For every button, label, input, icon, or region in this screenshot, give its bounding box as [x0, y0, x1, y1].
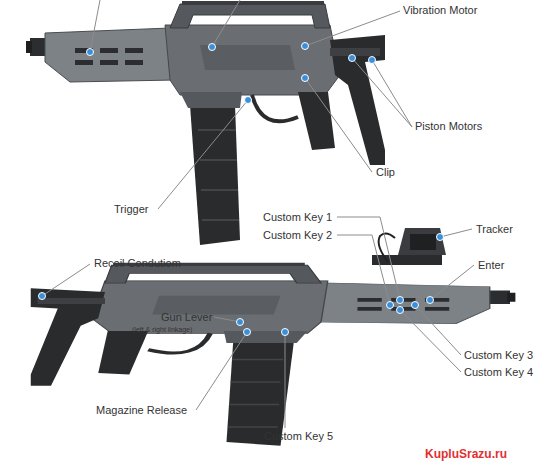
part-label: Vibration Motor — [403, 4, 477, 17]
callout-dots — [39, 43, 444, 336]
part-label: Piston Motors — [415, 120, 482, 133]
part-label: Custom Key 2 — [263, 229, 332, 242]
part-label: Enter — [478, 259, 504, 272]
watermark: KupluSrazu.ru — [425, 447, 507, 461]
tracker-device — [372, 228, 446, 265]
part-label: Recoil Condutiom — [94, 257, 181, 270]
leader-lines — [42, 0, 474, 428]
part-label: Gun Lever — [161, 311, 212, 324]
part-label: Custom Key 1 — [263, 211, 332, 224]
part-label: Tracker — [476, 223, 513, 236]
part-label: Custom Key 3 — [464, 349, 533, 362]
part-label: Custom Key 5 — [264, 430, 333, 443]
part-label: Custom Key 4 — [464, 366, 533, 379]
part-label: Magazine Release — [96, 404, 187, 417]
part-label: Clip — [376, 166, 395, 179]
part-label: Trigger — [114, 203, 148, 216]
part-note: (left & right linkage) — [132, 326, 192, 334]
